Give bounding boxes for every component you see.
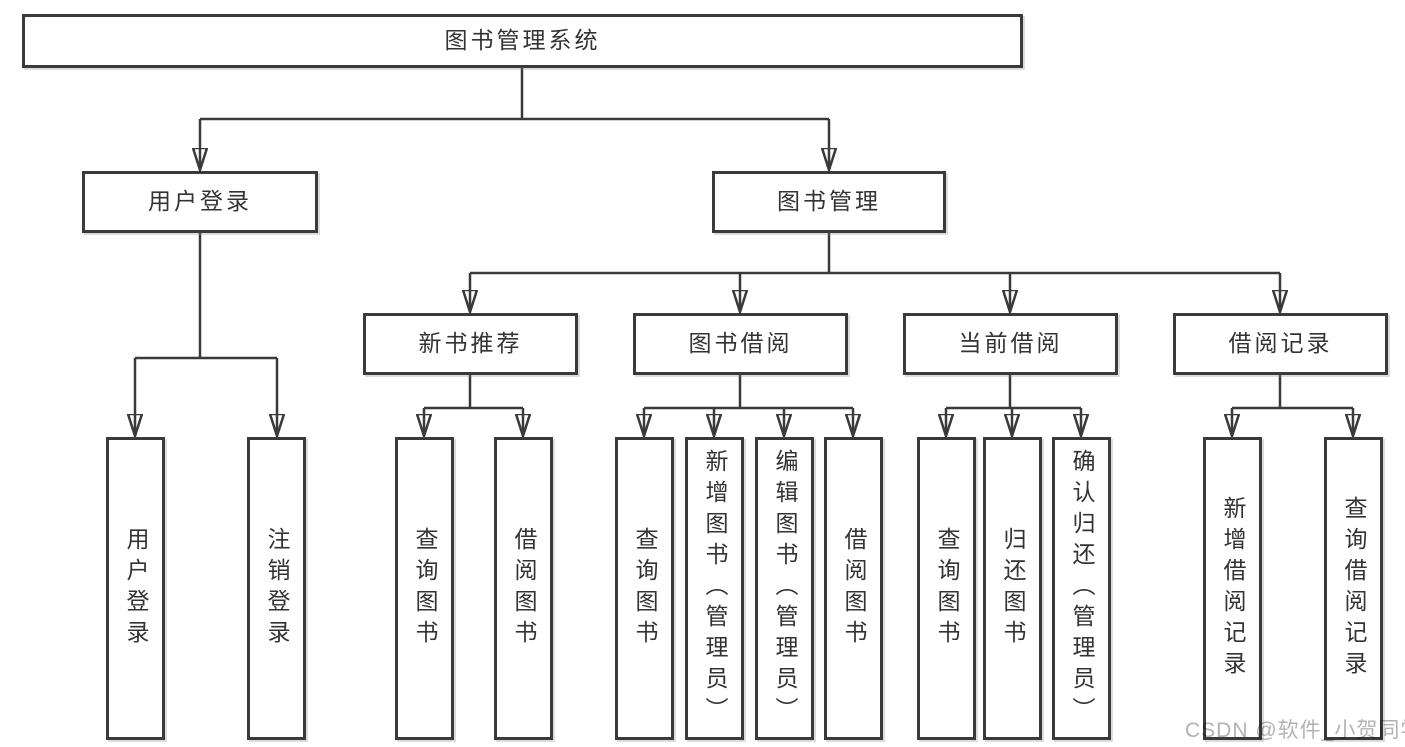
node-new-book-recommendation-label: 新书推荐 — [418, 330, 523, 357]
leaf-query-books-current-label: 查询图书 — [934, 526, 960, 651]
leaf-add-books-admin: 新增图书（管理员） — [685, 437, 744, 740]
leaf-query-books-recommend: 查询图书 — [395, 437, 454, 740]
node-user-login-label: 用户登录 — [148, 188, 252, 215]
leaf-query-books-current: 查询图书 — [917, 437, 976, 740]
node-library-system: 图书管理系统 — [22, 14, 1023, 68]
node-user-login: 用户登录 — [82, 171, 318, 233]
leaf-query-books-borrow-label: 查询图书 — [632, 526, 658, 651]
node-library-system-label: 图书管理系统 — [444, 27, 601, 54]
node-book-management-label: 图书管理 — [777, 188, 881, 215]
leaf-return-books: 归还图书 — [983, 437, 1042, 740]
node-current-borrowing: 当前借阅 — [903, 313, 1118, 375]
leaf-borrow-books-borrow: 借阅图书 — [824, 437, 883, 740]
leaf-query-books-recommend-label: 查询图书 — [412, 526, 438, 651]
leaf-confirm-return-admin: 确认归还（管理员） — [1052, 437, 1111, 740]
node-borrowing-records: 借阅记录 — [1173, 313, 1388, 375]
leaf-logout-login-label: 注销登录 — [264, 526, 290, 651]
node-book-borrowing-label: 图书借阅 — [688, 330, 793, 357]
leaf-add-borrow-record-label: 新增借阅记录 — [1220, 495, 1246, 682]
connector-borrowing-records-children — [1232, 375, 1353, 436]
node-book-borrowing: 图书借阅 — [633, 313, 848, 375]
connector-new-book-recommendation-children — [424, 375, 523, 436]
connector-user-login-children — [135, 233, 277, 436]
leaf-user-login: 用户登录 — [106, 437, 165, 740]
leaf-borrow-books-borrow-label: 借阅图书 — [841, 526, 867, 651]
leaf-logout-login: 注销登录 — [247, 437, 306, 740]
leaf-borrow-books-recommend: 借阅图书 — [494, 437, 553, 740]
leaf-query-borrow-record-label: 查询借阅记录 — [1341, 495, 1367, 682]
node-borrowing-records-label: 借阅记录 — [1228, 330, 1333, 357]
connector-book-borrowing-children — [644, 375, 853, 436]
connector-current-borrowing-children — [946, 375, 1081, 436]
node-new-book-recommendation: 新书推荐 — [363, 313, 578, 375]
connector-root-to-level2 — [200, 68, 829, 170]
leaf-add-borrow-record: 新增借阅记录 — [1203, 437, 1262, 740]
leaf-edit-books-admin: 编辑图书（管理员） — [755, 437, 814, 740]
leaf-edit-books-admin-label: 编辑图书（管理员） — [772, 449, 798, 728]
leaf-user-login-label: 用户登录 — [123, 526, 149, 651]
leaf-query-books-borrow: 查询图书 — [615, 437, 674, 740]
leaf-return-books-label: 归还图书 — [1000, 526, 1026, 651]
csdn-watermark: CSDN @软件_小贺同学 — [1185, 719, 1405, 742]
connector-book-management-children — [470, 233, 1280, 312]
leaf-add-books-admin-label: 新增图书（管理员） — [702, 449, 728, 728]
node-current-borrowing-label: 当前借阅 — [958, 330, 1063, 357]
node-book-management: 图书管理 — [712, 171, 946, 233]
leaf-query-borrow-record: 查询借阅记录 — [1324, 437, 1383, 740]
leaf-borrow-books-recommend-label: 借阅图书 — [511, 526, 537, 651]
leaf-confirm-return-admin-label: 确认归还（管理员） — [1069, 449, 1095, 728]
